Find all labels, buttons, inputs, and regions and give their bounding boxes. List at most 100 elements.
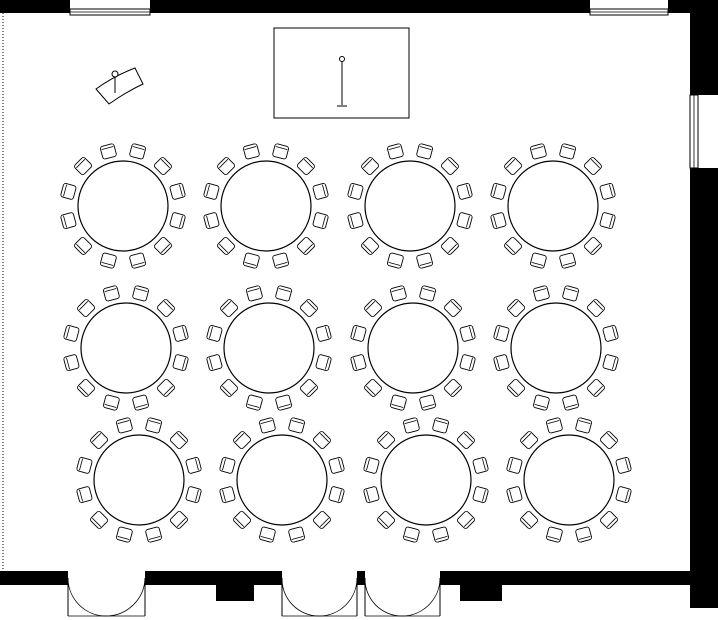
- chair: [185, 486, 202, 503]
- chair: [103, 285, 120, 302]
- lectern-icon: [95, 67, 144, 105]
- chair: [272, 143, 289, 160]
- chair: [493, 354, 510, 371]
- chair: [132, 285, 149, 302]
- chair: [129, 252, 146, 269]
- chair: [504, 157, 523, 176]
- round-table: [367, 302, 459, 394]
- chair: [145, 417, 162, 434]
- chair: [583, 157, 602, 176]
- round-table: [507, 160, 599, 252]
- chair: [403, 526, 420, 543]
- chair: [203, 183, 220, 200]
- chair: [520, 431, 539, 450]
- chair: [440, 236, 459, 255]
- chair: [219, 457, 236, 474]
- chair: [456, 510, 475, 529]
- microphone-stand-icon: [337, 56, 347, 107]
- top-wall-left: [0, 0, 70, 13]
- chair: [243, 252, 260, 269]
- chair: [74, 236, 93, 255]
- bottom-wall-2: [145, 571, 282, 585]
- chair: [432, 526, 449, 543]
- double-door-2[interactable]: [281, 577, 358, 617]
- chair: [63, 325, 80, 342]
- chair: [243, 143, 260, 160]
- chair: [217, 157, 236, 176]
- table-r2-c4: [493, 285, 619, 411]
- chair: [312, 212, 329, 229]
- right-wall-lower: [690, 168, 718, 608]
- chair: [116, 526, 133, 543]
- table-r1-c4: [490, 143, 616, 269]
- chair: [259, 417, 276, 434]
- round-table: [380, 434, 472, 526]
- table-r3-c4: [506, 417, 632, 543]
- round-table: [236, 434, 328, 526]
- chair: [74, 157, 93, 176]
- bottom-wall-4: [440, 571, 718, 585]
- chair: [586, 378, 605, 397]
- chair: [403, 417, 420, 434]
- chair: [459, 354, 476, 371]
- table-r2-c2: [206, 285, 332, 411]
- chair: [103, 394, 120, 411]
- table-r1-c2: [203, 143, 329, 269]
- right-wall-upper: [690, 0, 718, 95]
- chair: [77, 299, 96, 318]
- chair: [575, 417, 592, 434]
- chair: [275, 285, 292, 302]
- chair: [562, 285, 579, 302]
- chair: [419, 394, 436, 411]
- chair: [456, 183, 473, 200]
- chair: [296, 236, 315, 255]
- chair: [390, 285, 407, 302]
- table-r3-c1: [76, 417, 202, 543]
- chair: [520, 510, 539, 529]
- chair: [76, 486, 93, 503]
- chair: [456, 212, 473, 229]
- table-r1-c1: [60, 143, 186, 269]
- chair: [203, 212, 220, 229]
- chair: [172, 325, 189, 342]
- chair: [233, 510, 252, 529]
- chair: [153, 236, 172, 255]
- chair: [443, 378, 462, 397]
- chair: [562, 394, 579, 411]
- chair: [60, 212, 77, 229]
- chair: [156, 299, 175, 318]
- chair: [169, 183, 186, 200]
- chair: [575, 526, 592, 543]
- chair: [100, 252, 117, 269]
- table-r1-c3: [347, 143, 473, 269]
- chair: [312, 183, 329, 200]
- chair: [363, 486, 380, 503]
- chair: [507, 299, 526, 318]
- chair: [233, 431, 252, 450]
- stage: [273, 27, 410, 119]
- chair: [456, 431, 475, 450]
- chair: [77, 378, 96, 397]
- double-door-3[interactable]: [364, 577, 441, 617]
- chair: [315, 354, 332, 371]
- round-table: [510, 302, 602, 394]
- chair: [599, 431, 618, 450]
- double-door-1[interactable]: [67, 577, 146, 617]
- chair: [599, 212, 616, 229]
- chair: [599, 183, 616, 200]
- chair: [387, 143, 404, 160]
- chair: [312, 431, 331, 450]
- chair: [90, 431, 109, 450]
- round-table: [80, 302, 172, 394]
- chair: [312, 510, 331, 529]
- chair: [377, 431, 396, 450]
- chair: [169, 212, 186, 229]
- chair: [361, 236, 380, 255]
- chair: [387, 252, 404, 269]
- round-table: [364, 160, 456, 252]
- round-table: [220, 160, 312, 252]
- chair: [132, 394, 149, 411]
- chair: [602, 354, 619, 371]
